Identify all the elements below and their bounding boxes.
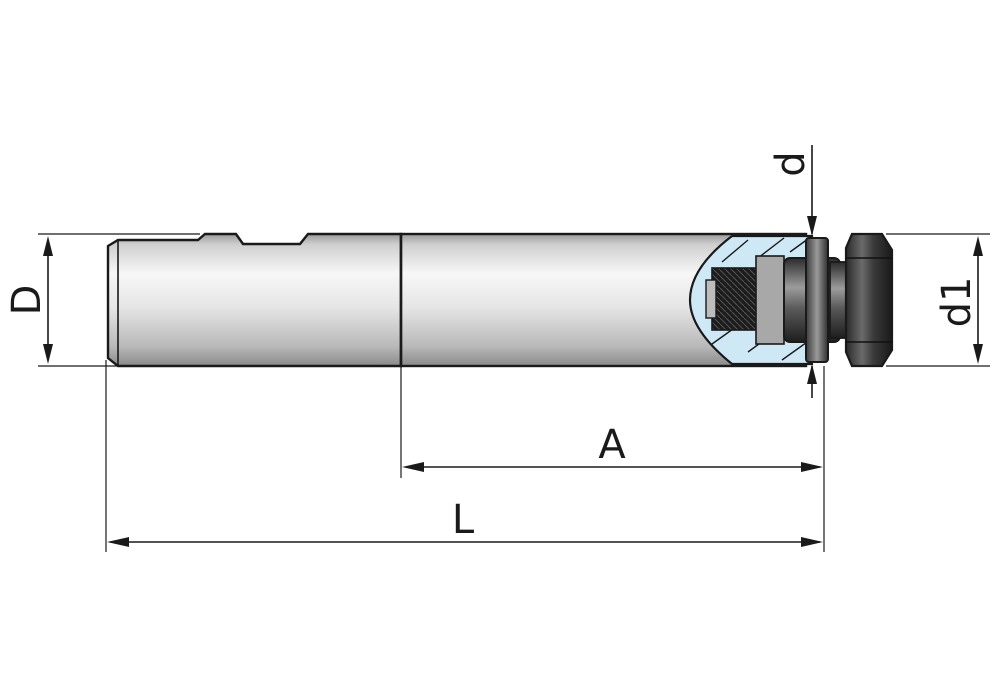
dimension-label-D: D (4, 285, 50, 316)
dimension-label-L: L (452, 497, 475, 543)
dimension-A: A (400, 366, 825, 552)
dimension-label-A: A (598, 422, 626, 468)
insert-collar (755, 255, 785, 345)
dimension-D: D (4, 233, 200, 367)
dimension-L: L (105, 360, 823, 552)
dimension-label-d: d (768, 151, 814, 176)
dimension-d1: d1 (886, 233, 990, 367)
bore-tip (705, 279, 717, 319)
fastener-assembly (783, 232, 894, 368)
cutaway-section (688, 234, 814, 366)
dimension-label-d1: d1 (934, 277, 980, 328)
washer (805, 237, 829, 363)
dimension-d: d (768, 145, 817, 398)
hex-nut (844, 232, 894, 368)
shaft-left-section (106, 232, 403, 368)
